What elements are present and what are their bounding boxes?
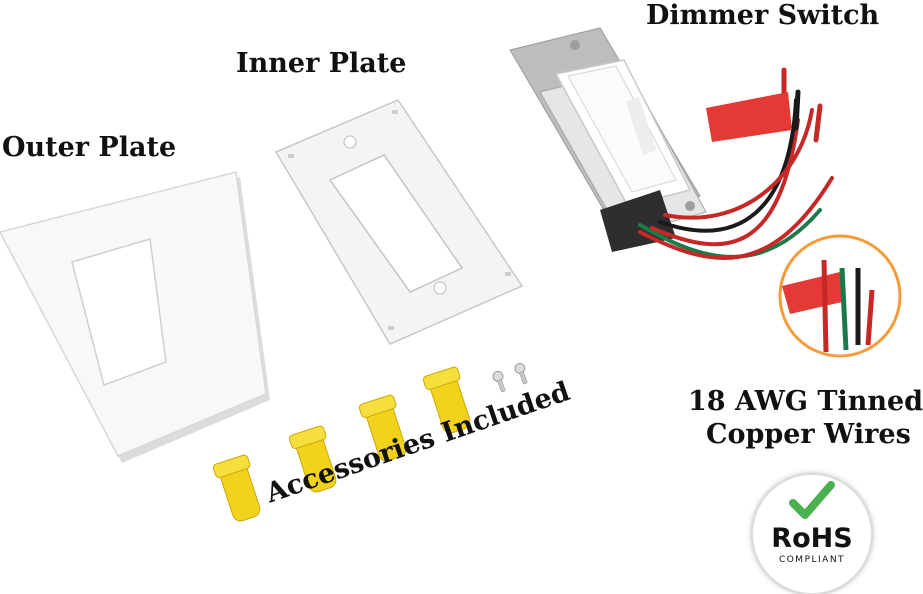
wires-label-line2: Copper Wires	[706, 419, 911, 450]
wires-label-line1: 18 AWG Tinned	[688, 386, 923, 417]
dimmer-switch-label: Dimmer Switch	[646, 0, 880, 31]
dimmer-switch	[509, 27, 707, 252]
wire-nuts	[212, 366, 471, 522]
wire-tag	[706, 92, 792, 142]
product-illustration	[0, 27, 902, 522]
inner-plate	[274, 99, 524, 345]
inner-plate-label: Inner Plate	[236, 48, 407, 79]
checkmark-icon	[789, 481, 835, 519]
rohs-title: RoHS	[771, 523, 853, 554]
outer-plate-label: Outer Plate	[2, 132, 177, 163]
outer-plate	[0, 171, 270, 463]
wires	[638, 67, 834, 260]
screws	[492, 362, 528, 393]
rohs-badge: RoHS COMPLIANT	[752, 474, 872, 594]
wire-detail-circle	[778, 234, 902, 358]
rohs-subtitle: COMPLIANT	[778, 555, 846, 565]
